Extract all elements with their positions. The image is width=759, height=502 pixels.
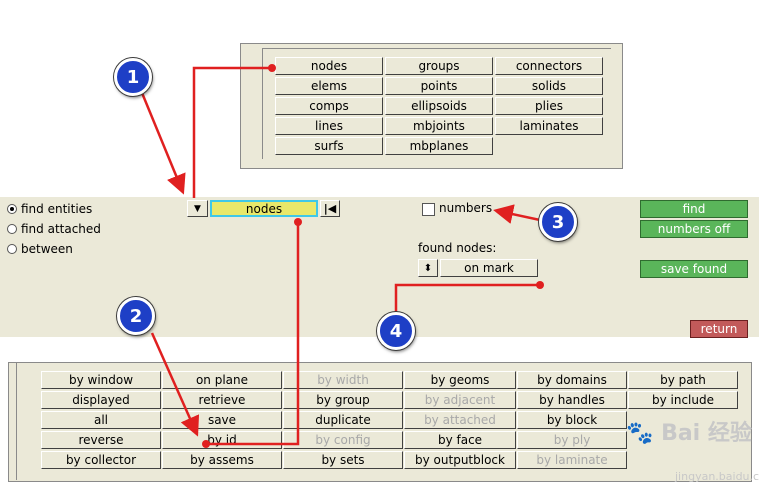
numbers-off-label: numbers off	[657, 222, 731, 236]
found-nodes-value[interactable]: on mark	[440, 259, 538, 277]
find-button[interactable]: find	[640, 200, 748, 218]
callout-2: 2	[117, 297, 155, 335]
entity-type-button[interactable]: laminates	[495, 117, 603, 135]
entity-type-button[interactable]: groups	[385, 57, 493, 75]
watermark-url: jingyan.baidu.com	[675, 470, 759, 483]
callout-4: 4	[377, 312, 415, 350]
radio-between[interactable]: between	[7, 242, 73, 256]
skip-back-icon: |◀	[323, 202, 337, 215]
entity-type-button[interactable]: lines	[275, 117, 383, 135]
selection-option-button[interactable]: duplicate	[283, 411, 403, 429]
entity-type-button[interactable]: solids	[495, 77, 603, 95]
save-found-label: save found	[660, 262, 728, 276]
callout-1: 1	[114, 58, 152, 96]
return-label: return	[700, 322, 738, 336]
entity-type-button[interactable]: mbjoints	[385, 117, 493, 135]
entity-type-button[interactable]: comps	[275, 97, 383, 115]
radio-find-attached[interactable]: find attached	[7, 222, 101, 236]
entity-selector[interactable]: nodes	[210, 200, 318, 217]
found-nodes-value-text: on mark	[464, 261, 514, 275]
selection-option-button: by laminate	[517, 451, 627, 469]
numbers-label: numbers	[439, 201, 493, 215]
entity-type-button[interactable]: nodes	[275, 57, 383, 75]
radio-label: find attached	[21, 222, 101, 236]
save-found-button[interactable]: save found	[640, 260, 748, 278]
selection-option-button[interactable]: by domains	[517, 371, 627, 389]
radio-button[interactable]	[7, 244, 17, 254]
found-toggle-button[interactable]: ⬍	[418, 259, 438, 277]
selection-option-button[interactable]: by geoms	[404, 371, 516, 389]
selection-option-button[interactable]: by path	[628, 371, 738, 389]
radio-label: find entities	[21, 202, 93, 216]
selection-option-button[interactable]: by handles	[517, 391, 627, 409]
selection-option-button[interactable]: by window	[41, 371, 161, 389]
selection-option-button: by ply	[517, 431, 627, 449]
numbers-checkbox[interactable]	[422, 203, 435, 216]
selection-option-button[interactable]: by group	[283, 391, 403, 409]
found-nodes-label: found nodes:	[418, 241, 497, 255]
entity-type-button[interactable]: plies	[495, 97, 603, 115]
entity-type-button[interactable]: mbplanes	[385, 137, 493, 155]
entity-type-button[interactable]: connectors	[495, 57, 603, 75]
selection-option-button[interactable]: by outputblock	[404, 451, 516, 469]
radio-button[interactable]	[7, 224, 17, 234]
reset-button[interactable]: |◀	[320, 200, 340, 217]
selection-option-button: by adjacent	[404, 391, 516, 409]
selection-option-button[interactable]: by sets	[283, 451, 403, 469]
selection-option-button[interactable]: save	[162, 411, 282, 429]
selection-option-button[interactable]: by assems	[162, 451, 282, 469]
selection-option-button[interactable]: reverse	[41, 431, 161, 449]
selection-option-button[interactable]: by include	[628, 391, 738, 409]
watermark-text: Bai 经验	[661, 421, 752, 446]
entity-type-button[interactable]: points	[385, 77, 493, 95]
selection-option-button[interactable]: all	[41, 411, 161, 429]
selection-option-button: by config	[283, 431, 403, 449]
entity-selector-value: nodes	[245, 201, 283, 216]
entity-type-button[interactable]: ellipsoids	[385, 97, 493, 115]
radio-button[interactable]	[7, 204, 17, 214]
selection-option-button[interactable]: by collector	[41, 451, 161, 469]
selection-option-button[interactable]: by id	[162, 431, 282, 449]
updown-arrows-icon: ⬍	[423, 262, 433, 274]
numbers-off-button[interactable]: numbers off	[640, 220, 748, 238]
entity-type-button[interactable]: elems	[275, 77, 383, 95]
callout-3: 3	[539, 203, 577, 241]
radio-label: between	[21, 242, 73, 256]
arrow-1	[138, 87, 186, 195]
entity-dropdown-button[interactable]: ▼	[187, 200, 208, 217]
selection-option-button[interactable]: by block	[517, 411, 627, 429]
watermark: 🐾 Bai 经验	[626, 421, 752, 446]
selection-option-button[interactable]: by face	[404, 431, 516, 449]
selection-menu-divider	[16, 362, 17, 480]
selection-option-button[interactable]: retrieve	[162, 391, 282, 409]
triangle-down-icon: ▼	[194, 203, 201, 214]
selection-option-button[interactable]: on plane	[162, 371, 282, 389]
find-button-label: find	[682, 202, 706, 216]
selection-option-button: by width	[283, 371, 403, 389]
entity-type-button[interactable]: surfs	[275, 137, 383, 155]
selection-option-button[interactable]: displayed	[41, 391, 161, 409]
radio-find-entities[interactable]: find entities	[7, 202, 92, 216]
return-button[interactable]: return	[690, 320, 748, 338]
selection-option-button: by attached	[404, 411, 516, 429]
